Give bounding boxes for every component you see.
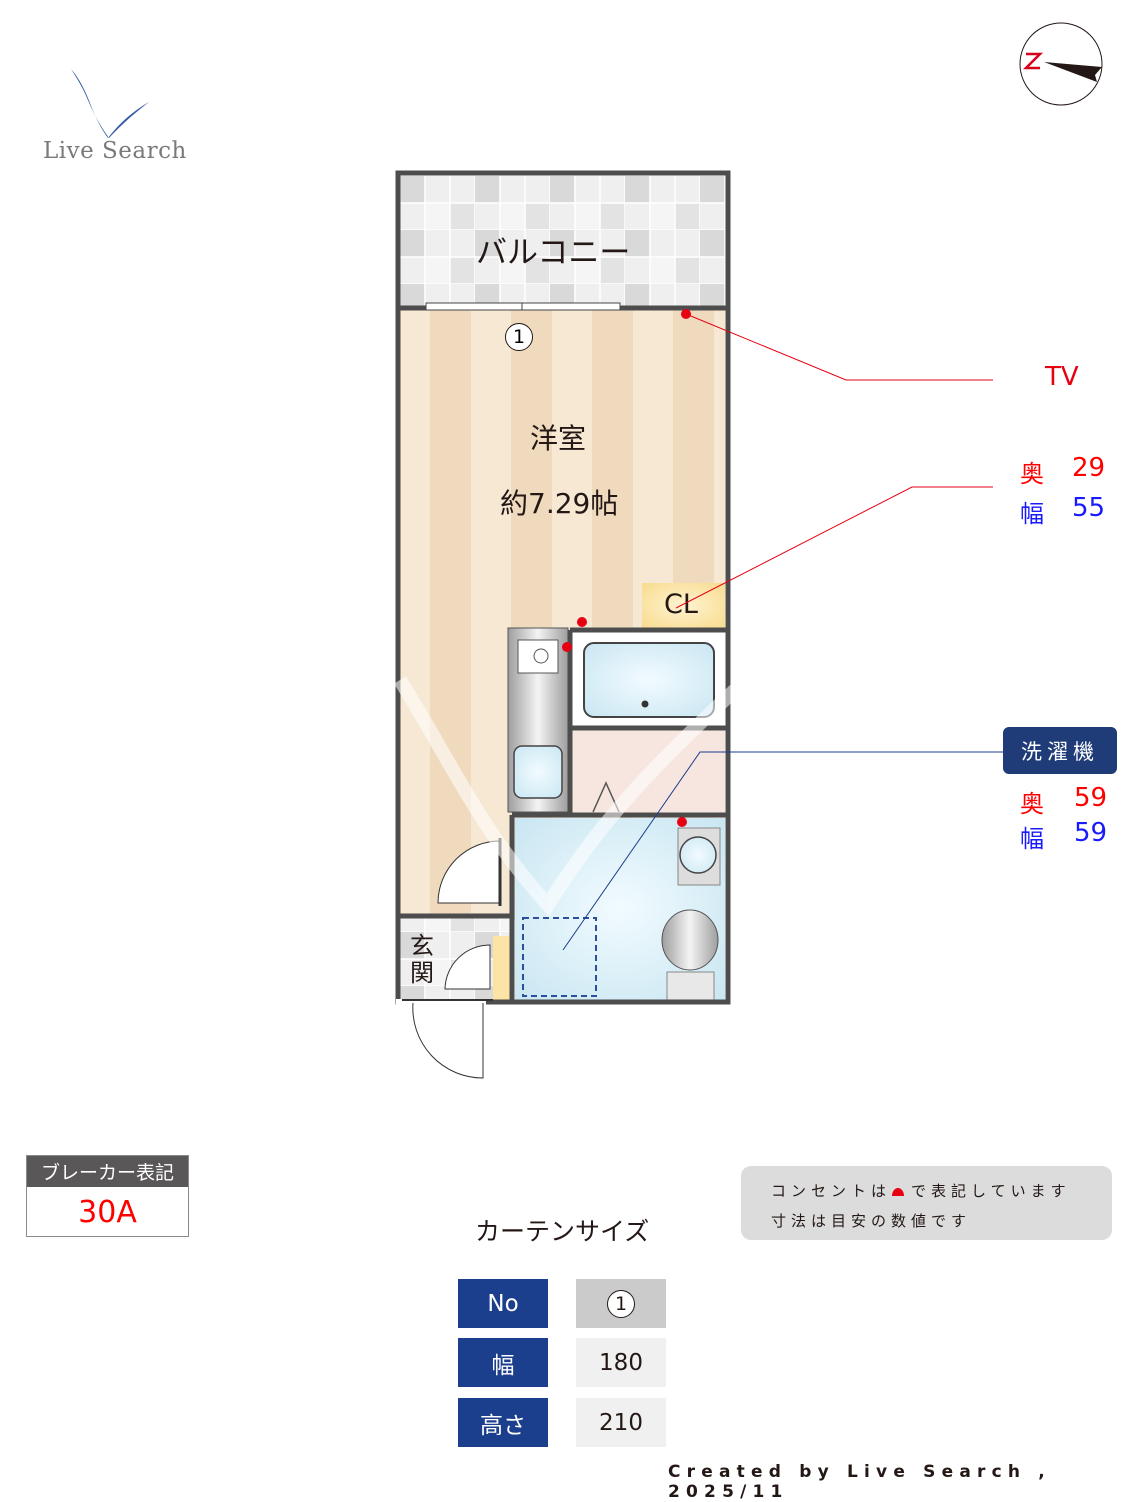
closet-width-label: 幅: [1020, 500, 1044, 528]
window-marker: 1: [505, 323, 533, 351]
window-number: 1: [505, 323, 533, 351]
curtain-header-no: No: [458, 1279, 548, 1328]
footer-credit: Created by Live Search , 2025/11: [668, 1462, 1051, 1502]
curtain-header-height: 高さ: [458, 1398, 548, 1447]
room-label: 洋室: [530, 422, 587, 455]
curtain-window-number: 1: [607, 1289, 635, 1318]
closet-depth-value: 29: [1072, 453, 1106, 483]
breaker-box: ブレーカー表記 30A: [26, 1155, 189, 1237]
closet-label: CL: [664, 589, 698, 620]
compass-icon: [1019, 22, 1103, 106]
note-line-1-before: コンセントは: [771, 1182, 892, 1200]
entrance-label-bottom: 関: [410, 959, 434, 987]
breaker-header: ブレーカー表記: [27, 1156, 188, 1187]
outlet-note: コンセントは で表記しています 寸法は目安の数値です: [741, 1166, 1112, 1240]
curtain-value-height: 210: [576, 1398, 666, 1447]
outlet-icon: [892, 1188, 905, 1196]
breaker-value: 30A: [78, 1194, 137, 1230]
curtain-title: カーテンサイズ: [475, 1217, 650, 1246]
closet-depth-label: 奥: [1020, 460, 1044, 488]
logo-text: Live Search: [43, 138, 187, 164]
wm-depth-value: 59: [1074, 783, 1108, 813]
leader-lines: [562, 313, 1003, 951]
wm-width-label: 幅: [1020, 825, 1044, 853]
note-line-1-after: で表記しています: [911, 1182, 1071, 1200]
curtain-value-width: 180: [576, 1338, 666, 1387]
floor-plan: [395, 170, 735, 1079]
entrance-label-top: 玄: [410, 932, 434, 960]
closet-width-value: 55: [1072, 493, 1106, 523]
wm-depth-label: 奥: [1020, 790, 1044, 818]
balcony-label: バルコニー: [476, 235, 631, 271]
washing-machine-badge: 洗濯機: [1003, 727, 1117, 774]
note-line-2: 寸法は目安の数値です: [771, 1212, 972, 1230]
curtain-value-no: 1: [576, 1279, 666, 1328]
wm-width-value: 59: [1074, 818, 1108, 848]
note-line-1: コンセントは で表記しています: [771, 1180, 1071, 1201]
tv-callout: TV: [1045, 362, 1079, 392]
room-size: 約7.29帖: [500, 487, 619, 520]
curtain-header-width: 幅: [458, 1338, 548, 1387]
